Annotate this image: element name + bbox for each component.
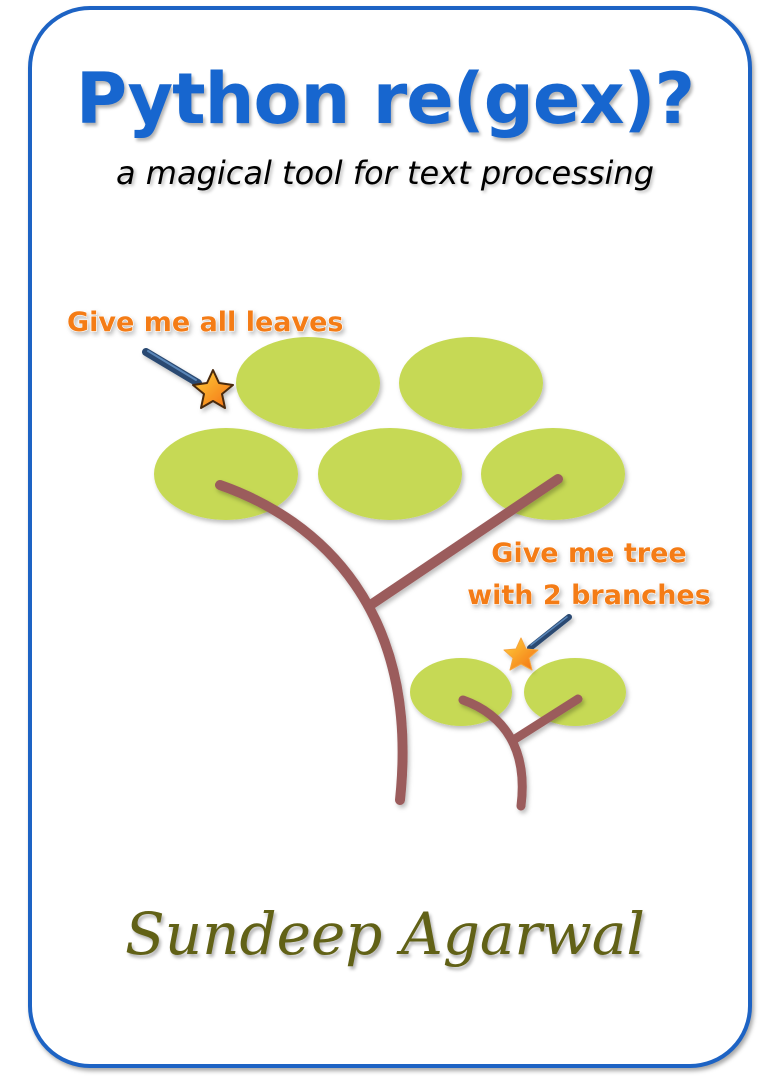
note-all-leaves: Give me all leaves <box>67 307 343 338</box>
magic-wand-icon <box>142 348 234 409</box>
magic-wand-icon <box>503 614 572 671</box>
book-subtitle: a magical tool for text processing <box>115 154 654 192</box>
note-tree-line2: with 2 branches <box>467 580 711 611</box>
big-tree-branches <box>215 474 563 805</box>
cover-card <box>28 6 752 1068</box>
star-icon <box>503 637 539 671</box>
leaf <box>524 658 626 726</box>
big-tree-leaves <box>154 337 625 520</box>
leaf <box>481 428 625 520</box>
author-name: Sundeep Agarwal <box>125 900 645 968</box>
leaf <box>399 337 543 429</box>
leaf <box>154 428 298 520</box>
star-icon <box>192 369 234 409</box>
note-tree-line1: Give me tree <box>491 538 686 569</box>
book-title: Python re(gex)? <box>75 58 695 140</box>
leaf <box>236 337 380 429</box>
leaf <box>318 428 462 520</box>
small-tree-branches <box>458 694 583 811</box>
small-tree-leaves <box>410 658 626 726</box>
